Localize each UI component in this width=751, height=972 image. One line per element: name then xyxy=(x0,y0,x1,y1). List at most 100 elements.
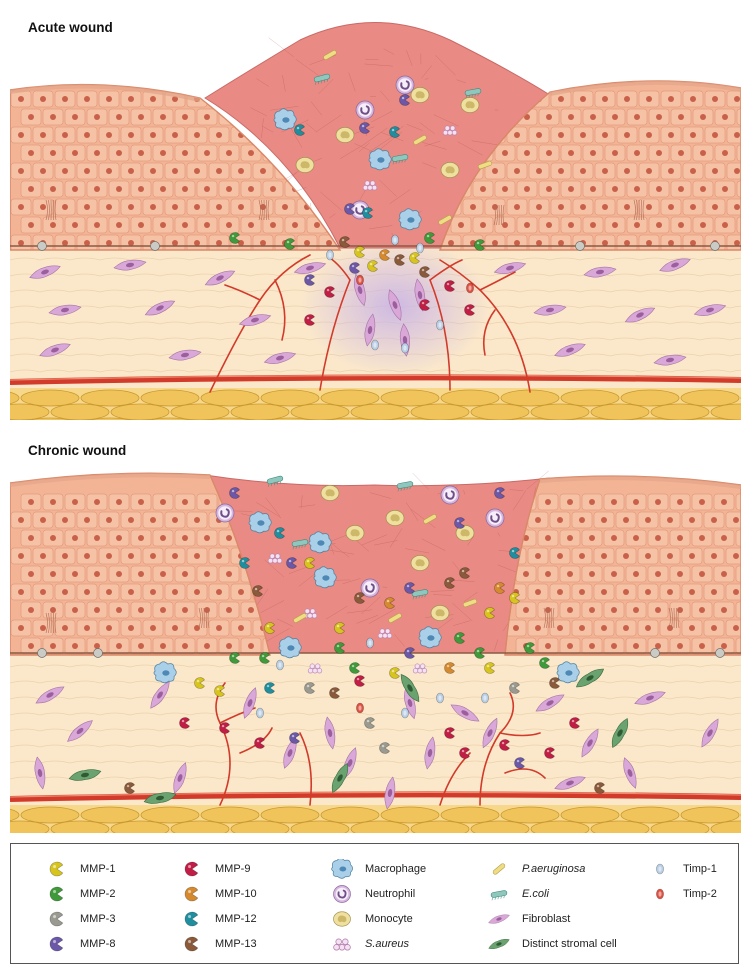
legend-label: MMP-2 xyxy=(80,888,115,900)
subcutaneous-fat xyxy=(10,388,741,420)
timp-icon xyxy=(656,864,663,874)
neutrophil-icon xyxy=(486,509,504,527)
legend-label: P.aeruginosa xyxy=(522,863,585,875)
macrophage-icon xyxy=(154,662,176,683)
monocyte-icon xyxy=(411,87,429,102)
neutrophil-icon xyxy=(441,486,459,504)
legend-label: Monocyte xyxy=(365,913,413,925)
macrophage-icon xyxy=(369,149,391,170)
legend: MMP-1MMP-2MMP-3MMP-8MMP-9MMP-10MMP-12MMP… xyxy=(10,843,739,964)
legend-label: MMP-3 xyxy=(80,913,115,925)
hemidesmosome-icon xyxy=(151,242,160,251)
monocyte-icon xyxy=(321,485,339,500)
monocyte-icon xyxy=(461,97,479,112)
timp-icon xyxy=(371,340,378,350)
legend-item: MMP-10 xyxy=(179,881,257,906)
legend-item: E.coli xyxy=(486,881,617,906)
fibroblast-icon xyxy=(486,909,512,929)
legend-column: Timp-1Timp-2 xyxy=(647,856,717,906)
timp-icon xyxy=(256,708,263,718)
stromal-cell-icon xyxy=(487,937,510,951)
mmp-pacman-icon xyxy=(50,937,63,951)
macrophage-icon xyxy=(314,567,336,588)
timp-icon xyxy=(401,708,408,718)
macrophage-icon xyxy=(399,209,421,230)
legend-item: MMP-13 xyxy=(179,931,257,956)
timp-icon xyxy=(436,320,443,330)
mmp-pacman-icon xyxy=(179,884,205,904)
neutrophil-icon xyxy=(329,884,355,904)
subcutaneous-fat xyxy=(10,805,741,833)
timp-icon xyxy=(436,693,443,703)
mmp-pacman-icon xyxy=(50,912,63,926)
timp-icon xyxy=(416,243,423,253)
legend-column: MacrophageNeutrophilMonocyteS.aureus xyxy=(329,856,426,956)
epidermis-right xyxy=(505,476,741,655)
legend-item: MMP-12 xyxy=(179,906,257,931)
legend-item: Timp-1 xyxy=(647,856,717,881)
mmp-pacman-icon xyxy=(44,859,70,879)
hemidesmosome-icon xyxy=(576,242,585,251)
legend-item: MMP-1 xyxy=(44,856,115,881)
macrophage-icon xyxy=(332,859,353,878)
timp-icon xyxy=(481,693,488,703)
p-aeruginosa-icon xyxy=(486,859,512,879)
p-aeruginosa-icon xyxy=(492,862,506,874)
chronic-wound-panel: Chronic wound xyxy=(10,433,741,833)
macrophage-icon xyxy=(419,627,441,648)
chronic-wound-title: Chronic wound xyxy=(28,443,126,458)
legend-item: Macrophage xyxy=(329,856,426,881)
legend-item: Distinct stromal cell xyxy=(486,931,617,956)
legend-label: Fibroblast xyxy=(522,913,570,925)
s-aureus-icon xyxy=(334,938,351,949)
legend-item: Timp-2 xyxy=(647,881,717,906)
legend-label: E.coli xyxy=(522,888,549,900)
macrophage-icon xyxy=(557,662,579,683)
legend-column: MMP-1MMP-2MMP-3MMP-8 xyxy=(44,856,115,956)
neutrophil-icon xyxy=(216,504,234,522)
hemidesmosome-icon xyxy=(38,649,47,658)
legend-item: MMP-9 xyxy=(179,856,257,881)
macrophage-icon xyxy=(279,637,301,658)
hemidesmosome-icon xyxy=(716,649,725,658)
monocyte-icon xyxy=(329,909,355,929)
mmp-pacman-icon xyxy=(185,937,198,951)
fibroblast-icon xyxy=(487,912,510,926)
hemidesmosome-icon xyxy=(651,649,660,658)
legend-label: MMP-13 xyxy=(215,938,257,950)
legend-label: Timp-2 xyxy=(683,888,717,900)
timp-icon xyxy=(391,235,398,245)
mmp-pacman-icon xyxy=(50,887,63,901)
timp-icon xyxy=(656,889,663,899)
stromal-cell-icon xyxy=(486,934,512,954)
neutrophil-icon xyxy=(396,76,414,94)
acute-wound-illustration xyxy=(10,10,741,420)
legend-item: Monocyte xyxy=(329,906,426,931)
timp-icon xyxy=(356,703,363,713)
acute-wound-panel: Acute wound xyxy=(10,10,741,420)
timp-icon xyxy=(466,283,473,293)
legend-label: MMP-9 xyxy=(215,863,250,875)
legend-label: Macrophage xyxy=(365,863,426,875)
mmp-pacman-icon xyxy=(44,934,70,954)
acute-wound-title: Acute wound xyxy=(28,20,113,35)
legend-label: MMP-8 xyxy=(80,938,115,950)
macrophage-icon xyxy=(274,109,296,130)
e-coli-icon xyxy=(491,890,508,900)
mmp-pacman-icon xyxy=(185,887,198,901)
monocyte-icon xyxy=(441,162,459,177)
s-aureus-icon xyxy=(329,934,355,954)
timp-icon xyxy=(647,859,673,879)
neutrophil-icon xyxy=(334,885,351,902)
legend-item: MMP-3 xyxy=(44,906,115,931)
macrophage-icon xyxy=(249,512,271,533)
legend-item: P.aeruginosa xyxy=(486,856,617,881)
timp-icon xyxy=(356,275,363,285)
legend-item: S.aureus xyxy=(329,931,426,956)
legend-label: MMP-12 xyxy=(215,913,257,925)
mmp-pacman-icon xyxy=(179,859,205,879)
e-coli-icon xyxy=(486,884,512,904)
legend-item: MMP-8 xyxy=(44,931,115,956)
chronic-wound-illustration xyxy=(10,433,741,833)
legend-item: MMP-2 xyxy=(44,881,115,906)
